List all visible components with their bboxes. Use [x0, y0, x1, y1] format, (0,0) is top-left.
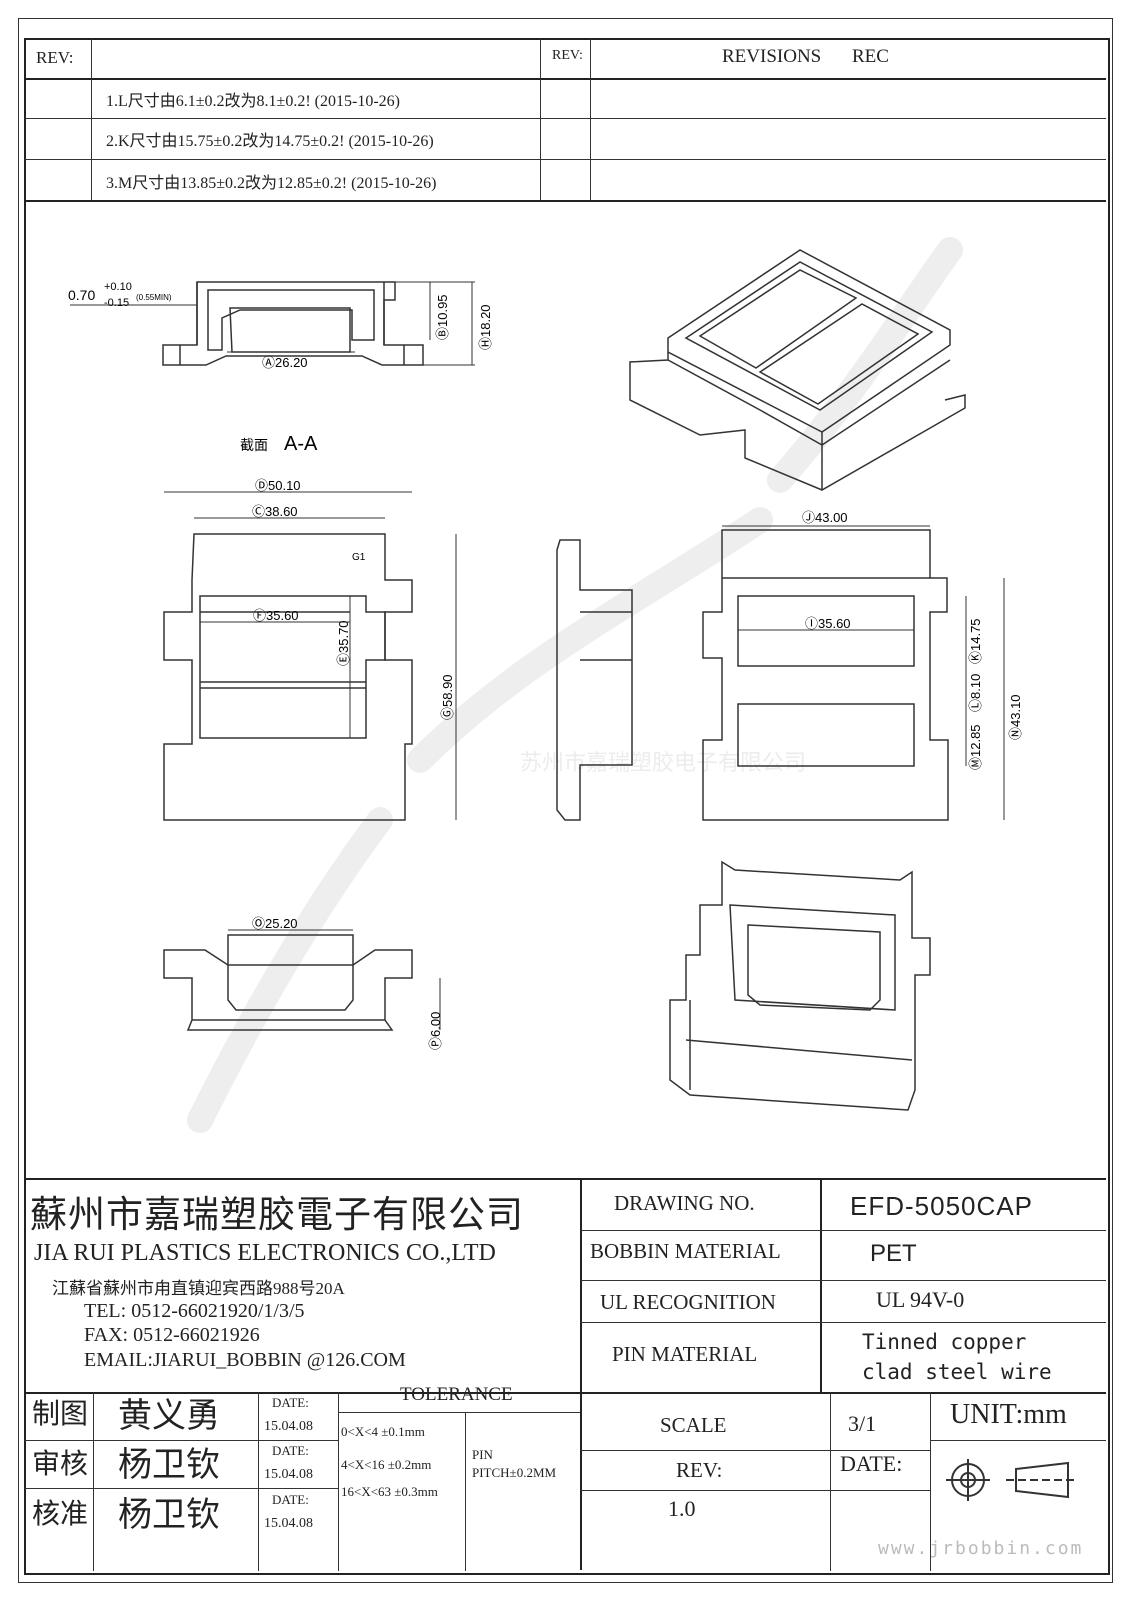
dim-d: Ⓓ50.10	[255, 478, 301, 493]
revision-row-2: 2.K尺寸由15.75±0.2改为14.75±0.2! (2015-10-26)	[106, 133, 434, 150]
revisions-header: REVISIONS	[722, 46, 822, 67]
dim-tol-main: 0.70	[68, 287, 95, 303]
signoff-name-3: 杨卫钦	[118, 1497, 220, 1534]
side-view	[556, 539, 633, 821]
dim-k: Ⓚ14.75	[968, 618, 983, 664]
section-label: A-A	[284, 433, 318, 455]
dim-h: Ⓗ18.20	[478, 304, 493, 350]
rev-label: REV:	[36, 48, 74, 67]
company-name-cn: 蘇州市嘉瑞塑胶電子有限公司	[30, 1195, 524, 1236]
pin-material-value-2: clad steel wire	[862, 1360, 1052, 1384]
website-watermark: www.jrbobbin.com	[878, 1538, 1084, 1559]
tolerance-row-2: 4<X<16 ±0.2mm	[341, 1457, 432, 1472]
revision-row-1: 1.L尺寸由6.1±0.2改为8.1±0.2! (2015-10-26)	[106, 93, 400, 110]
signoff-role-1: 制图	[32, 1399, 89, 1430]
dim-b: Ⓑ10.95	[435, 294, 450, 340]
scale-label: SCALE	[660, 1413, 727, 1437]
dim-n: Ⓝ43.10	[1008, 694, 1023, 740]
bottom-view	[163, 934, 413, 1031]
pin-material-label: PIN MATERIAL	[612, 1342, 758, 1366]
scale-value: 3/1	[848, 1411, 877, 1436]
unit-label: UNIT:mm	[950, 1399, 1067, 1430]
projection-cone-icon	[1015, 1461, 1069, 1499]
dim-e: Ⓔ35.70	[336, 620, 351, 666]
pin-label: PIN	[472, 1447, 493, 1462]
dim-tol-min: (0.55MIN)	[136, 293, 172, 302]
isometric-view-bottom	[669, 860, 931, 1111]
date-label: DATE:	[840, 1451, 903, 1476]
dim-f: Ⓕ35.60	[253, 608, 299, 623]
dim-a: Ⓐ26.20	[262, 355, 308, 370]
signoff-date-label-3: DATE:	[272, 1492, 309, 1507]
ul-recognition-label: UL RECOGNITION	[600, 1290, 776, 1314]
bobbin-material-label: BOBBIN MATERIAL	[590, 1239, 781, 1263]
section-label-cn: 截面	[240, 437, 268, 453]
ul-recognition-value: UL 94V-0	[876, 1287, 965, 1312]
rev-value: 1.0	[668, 1496, 696, 1521]
projection-symbol	[946, 1459, 1078, 1501]
rev-label: REV:	[676, 1458, 723, 1482]
section-aa-view	[162, 281, 424, 366]
drawing-no-value: EFD-5050CAP	[850, 1191, 1033, 1221]
pin-pitch: PITCH±0.2MM	[472, 1465, 557, 1480]
top-view-right	[702, 529, 949, 821]
bobbin-material-value: PET	[870, 1240, 917, 1267]
dim-o: Ⓞ25.20	[252, 916, 298, 931]
rev-label-2: REV:	[552, 48, 583, 63]
company-fax: FAX: 0512-66021926	[84, 1324, 260, 1346]
dim-tol-plus: +0.10	[104, 281, 132, 293]
watermark: 苏州市嘉瑞塑胶电子有限公司	[520, 750, 806, 775]
company-address: 江蘇省蘇州市甪直镇迎宾西路988号20A	[52, 1279, 345, 1298]
signoff-name-2: 杨卫钦	[118, 1447, 220, 1484]
tolerance-row-3: 16<X<63 ±0.3mm	[341, 1484, 438, 1499]
section-aa-dims	[70, 281, 475, 366]
signoff-role-2: 审核	[32, 1449, 89, 1480]
front-view	[163, 533, 413, 821]
dim-p: Ⓟ6.00	[428, 1012, 443, 1050]
signoff-role-3: 核准	[32, 1499, 89, 1530]
dim-i: Ⓘ35.60	[805, 616, 851, 631]
front-view-dims	[164, 491, 457, 820]
isometric-view-top	[629, 249, 966, 491]
outer-frame	[18, 18, 1113, 1583]
technical-drawing: 苏州市嘉瑞塑胶电子有限公司 0.70 +0.10 -0.15 (0.55MIN)…	[68, 237, 1023, 1133]
drawing-no-label: DRAWING NO.	[614, 1191, 755, 1215]
top-view-dims	[722, 525, 1005, 820]
signoff-date-1: 15.04.08	[264, 1419, 313, 1434]
signoff-date-2: 15.04.08	[264, 1467, 313, 1482]
bottom-view-dims	[228, 929, 441, 1030]
watermark-text: 苏州市嘉瑞塑胶电子有限公司	[520, 750, 806, 775]
signoff-date-3: 15.04.08	[264, 1516, 313, 1531]
dim-g: Ⓖ58.90	[440, 674, 455, 720]
dim-g1: G1	[352, 552, 366, 563]
revision-row-3: 3.M尺寸由13.85±0.2改为12.85±0.2! (2015-10-26)	[106, 175, 437, 192]
tolerance-label: TOLERANCE	[400, 1384, 513, 1405]
pin-material-value-1: Tinned copper	[862, 1330, 1027, 1354]
company-name-en: JIA RUI PLASTICS ELECTRONICS CO.,LTD	[34, 1240, 496, 1266]
watermark-brush	[187, 237, 963, 1133]
signoff-date-label-2: DATE:	[272, 1443, 309, 1458]
drawing-border	[24, 38, 1110, 1575]
dim-l: Ⓛ8.10	[968, 674, 983, 712]
dim-tol-minus: -0.15	[104, 297, 129, 309]
dim-j: Ⓙ43.00	[802, 510, 848, 525]
dim-c: Ⓒ38.60	[252, 504, 298, 519]
dim-m: Ⓜ12.85	[968, 724, 983, 770]
tolerance-row-1: 0<X<4 ±0.1mm	[341, 1424, 425, 1439]
signoff-name-1: 黄义勇	[118, 1398, 220, 1435]
company-tel: TEL: 0512-66021920/1/3/5	[84, 1300, 305, 1322]
company-email: EMAIL:JIARUI_BOBBIN @126.COM	[84, 1349, 406, 1371]
rec-header: REC	[852, 46, 889, 67]
signoff-date-label-1: DATE:	[272, 1395, 309, 1410]
